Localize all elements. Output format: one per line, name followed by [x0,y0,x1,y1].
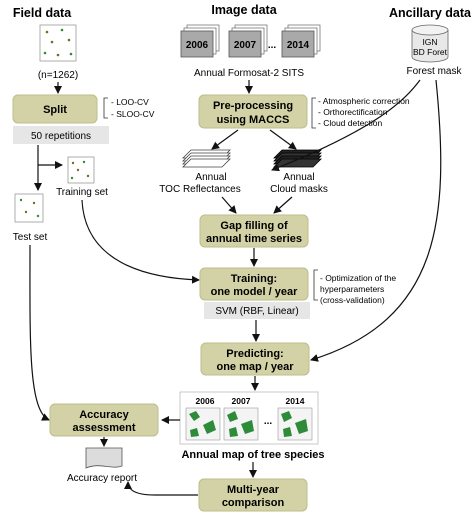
test-set-label: Test set [13,232,48,243]
gap-filling-line1: Gap filling of [220,220,288,232]
document-icon [85,447,123,469]
training-set-thumbnail [67,156,95,184]
sits-year-2007: 2007 [234,40,257,51]
accuracy-report-label: Accuracy report [67,473,137,484]
map-thumbnail-2006 [185,407,221,441]
map-year-ellipsis: ... [264,416,273,427]
map-year-2014: 2014 [286,396,305,406]
sits-year-ellipsis: ... [268,40,277,51]
map-year-2007: 2007 [232,396,251,406]
sits-image-stacks [180,24,321,58]
toc-label-line1: Annual [195,172,226,183]
split-box [12,94,98,124]
repetitions-label: 50 repetitions [31,131,91,142]
split-note-sloo: - SLOO-CV [111,109,155,119]
training-box [199,267,309,301]
db-label-bdforet: BD Foret [413,47,448,57]
predicting-box [200,342,310,376]
training-line2: one model / year [211,286,299,298]
preprocessing-box [198,94,308,129]
training-line1: Training: [231,273,277,285]
training-set-label: Training set [56,187,108,198]
preprocessing-line2: using MACCS [217,114,290,126]
split-note-loo: - LOO-CV [111,97,149,107]
map-thumbnail-2007 [223,407,259,441]
sits-label: Annual Formosat-2 SITS [194,68,304,79]
split-label: Split [43,104,67,116]
field-plots-thumbnail [39,24,77,62]
training-note-line2: hyperparameters [320,284,384,294]
preproc-note-atmospheric: - Atmospheric correction [318,96,410,106]
predicting-line1: Predicting: [226,348,283,360]
sits-year-2006: 2006 [186,40,209,51]
multi-year-box [198,478,308,512]
cloud-label-line1: Annual [283,172,314,183]
map-thumbnail-2014 [277,407,313,441]
svm-label: SVM (RBF, Linear) [215,306,298,317]
forest-mask-label: Forest mask [406,66,462,77]
map-year-2006: 2006 [196,396,215,406]
repetitions-badge [13,126,109,144]
annual-map-title: Annual map of tree species [181,449,324,461]
accuracy-assessment-box [49,403,159,437]
header-ancillary-data: Ancillary data [389,6,472,20]
gap-filling-box [199,214,309,248]
toc-reflectance-stack [182,149,231,168]
field-count: (n=1262) [38,70,78,81]
multi-year-line1: Multi-year [227,484,280,496]
db-label-ign: IGN [422,37,437,47]
training-note-line3: (cross-validation) [320,295,385,305]
header-image-data: Image data [211,3,277,17]
gap-filling-line2: annual time series [206,233,302,245]
header-field-data: Field data [13,6,72,20]
multi-year-line2: comparison [222,497,285,509]
preproc-note-cloud: - Cloud detection [318,118,383,128]
cloud-label-line2: Cloud masks [270,184,328,195]
database-icon [411,24,449,63]
preproc-note-ortho: - Orthorectification [318,107,388,117]
toc-label-line2: TOC Reflectances [159,184,241,195]
accuracy-line1: Accuracy [79,409,129,421]
training-note-line1: - Optimization of the [320,273,396,283]
sits-year-2014: 2014 [287,40,310,51]
test-set-thumbnail [14,193,44,223]
predicting-line2: one map / year [216,361,294,373]
preprocessing-line1: Pre-processing [213,100,293,112]
svm-badge [204,302,310,319]
accuracy-line2: assessment [73,422,136,434]
